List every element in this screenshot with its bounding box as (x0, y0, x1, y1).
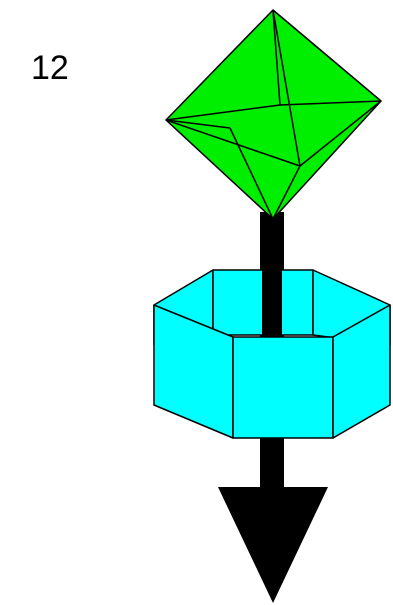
octahedron (166, 10, 381, 219)
arrow-shaft-inside-prism (262, 268, 282, 340)
octahedron-outline (166, 10, 381, 219)
prism-front-center-face (233, 337, 333, 438)
arrow-head (218, 487, 328, 603)
hexagonal-prism (154, 268, 390, 438)
